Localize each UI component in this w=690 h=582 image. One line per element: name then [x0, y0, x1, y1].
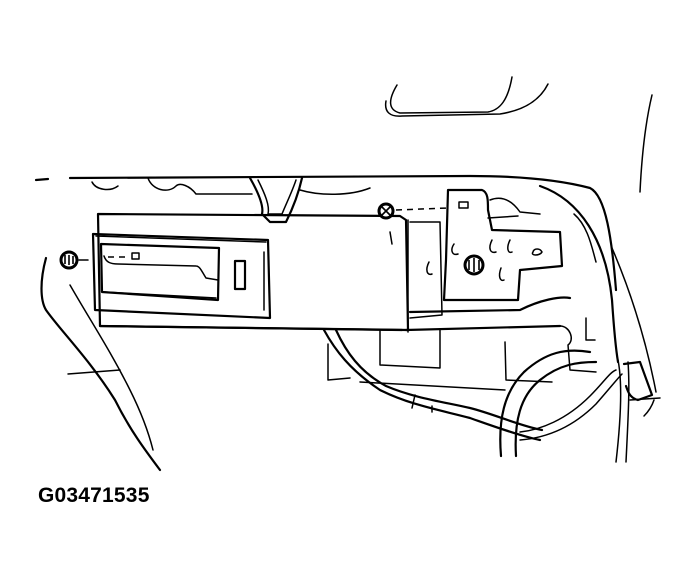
side-bracket — [426, 188, 564, 302]
left-mounting-bolt — [59, 250, 89, 270]
figure-id-label: G03471535 — [38, 484, 150, 507]
dash-panel — [34, 174, 618, 472]
dash-upper-trim — [384, 76, 653, 193]
lower-housing — [327, 296, 597, 391]
right-trim-panel — [538, 184, 657, 393]
top-mounting-bolt — [377, 202, 449, 220]
wiring-harness — [322, 328, 661, 463]
bracket-bolt — [463, 254, 485, 276]
cd-slot-faceplate — [91, 232, 272, 320]
head-unit — [95, 212, 443, 333]
mounting-hook — [248, 176, 304, 224]
